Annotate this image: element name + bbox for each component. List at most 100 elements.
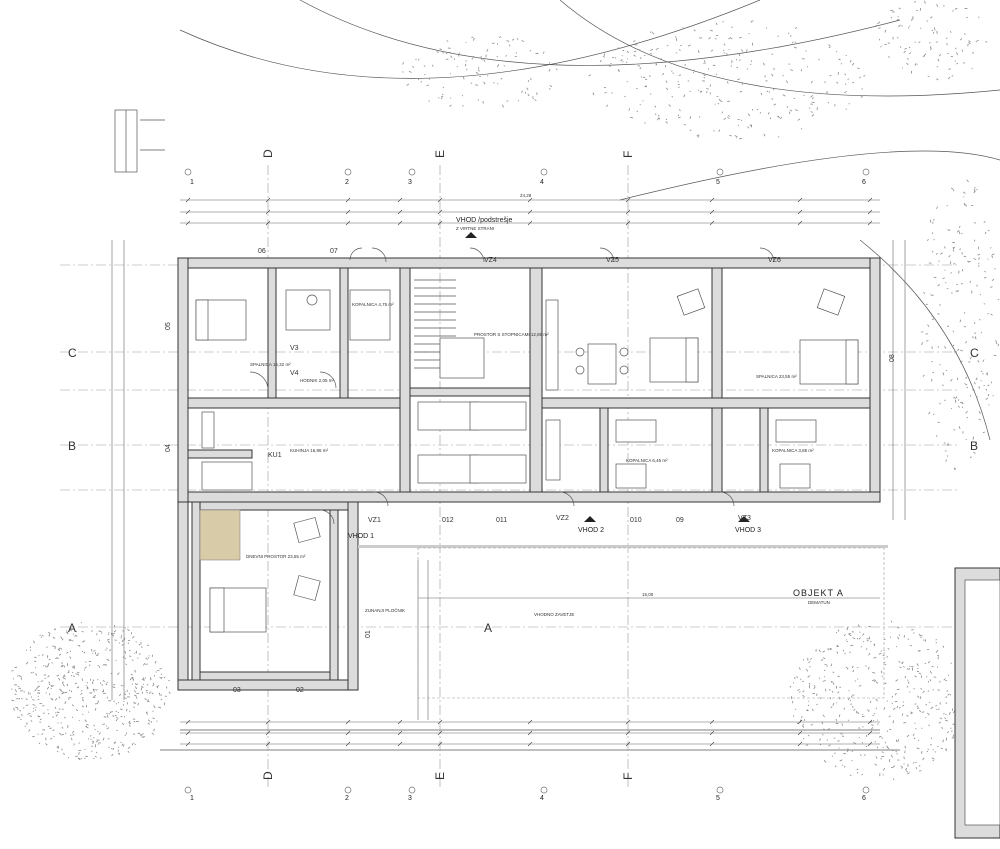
foliage-mark xyxy=(668,104,672,107)
foliage-mark xyxy=(771,97,773,100)
foliage-mark xyxy=(458,52,461,54)
foliage-mark xyxy=(108,632,110,634)
foliage-mark xyxy=(749,124,753,127)
foliage-mark xyxy=(121,644,124,646)
foliage-mark xyxy=(610,63,612,64)
foliage-mark xyxy=(718,129,721,132)
foliage-mark xyxy=(844,91,847,94)
dimension-tick xyxy=(867,197,873,203)
foliage-mark xyxy=(886,656,889,658)
foliage-mark xyxy=(95,703,98,705)
foliage-mark xyxy=(964,33,966,36)
foliage-mark xyxy=(521,90,523,93)
foliage-mark xyxy=(779,116,783,120)
foliage-mark xyxy=(471,36,474,38)
foliage-mark xyxy=(974,186,976,189)
foliage-mark xyxy=(45,692,47,694)
foliage-mark xyxy=(795,27,797,29)
foliage-mark xyxy=(834,104,836,107)
foliage-mark xyxy=(78,750,82,752)
foliage-mark xyxy=(55,714,58,717)
foliage-mark xyxy=(884,661,886,664)
foliage-mark xyxy=(131,743,134,746)
foliage-mark xyxy=(796,676,799,678)
foliage-mark xyxy=(153,705,156,709)
foliage-mark xyxy=(50,737,53,740)
foliage-mark xyxy=(50,697,53,701)
foliage-mark xyxy=(901,766,904,769)
foliage-mark xyxy=(127,696,130,698)
dimension-tick xyxy=(437,209,443,215)
foliage-mark xyxy=(622,49,625,52)
foliage-mark xyxy=(837,72,839,75)
foliage-mark xyxy=(481,58,483,61)
foliage-mark xyxy=(102,692,106,694)
foliage-mark xyxy=(818,738,822,741)
dimension-tick xyxy=(625,197,631,203)
foliage-mark xyxy=(794,677,796,680)
foliage-mark xyxy=(824,663,826,666)
foliage-mark xyxy=(906,685,909,688)
foliage-mark xyxy=(938,721,942,724)
foliage-mark xyxy=(69,696,72,698)
foliage-mark xyxy=(28,691,30,695)
foliage-mark xyxy=(979,318,981,321)
foliage-mark xyxy=(133,742,135,744)
foliage-mark xyxy=(810,80,813,84)
foliage-mark xyxy=(61,726,64,729)
foliage-mark xyxy=(901,662,903,664)
foliage-mark xyxy=(96,654,99,657)
room-vz2: VZ2 xyxy=(556,515,569,522)
foliage-mark xyxy=(14,689,17,693)
foliage-mark xyxy=(953,246,956,249)
foliage-mark xyxy=(914,63,917,66)
foliage-mark xyxy=(960,349,963,352)
foliage-mark xyxy=(956,377,959,380)
foliage-mark xyxy=(698,37,701,39)
dimension-tick xyxy=(797,741,803,747)
foliage-mark xyxy=(868,652,871,656)
num-top-6: 6 xyxy=(862,179,866,186)
dimension-tick xyxy=(867,741,873,747)
foliage-mark xyxy=(793,46,797,49)
object-label: OBJEKT A xyxy=(793,588,844,598)
foliage-mark xyxy=(793,97,796,100)
foliage-mark xyxy=(38,654,40,657)
foliage-mark xyxy=(75,755,78,757)
foliage-mark xyxy=(687,44,691,47)
foliage-mark xyxy=(438,97,440,99)
foliage-mark xyxy=(919,709,922,713)
foliage-mark xyxy=(723,117,727,120)
foliage-mark xyxy=(818,677,821,679)
note-terrace: ZUNANJI PLOČNIK xyxy=(365,607,405,613)
foliage-mark xyxy=(19,687,21,690)
foliage-mark xyxy=(602,55,605,58)
foliage-mark xyxy=(942,372,945,376)
foliage-mark xyxy=(712,64,716,66)
foliage-mark xyxy=(78,719,80,722)
foliage-mark xyxy=(939,702,941,705)
foliage-mark xyxy=(925,704,927,706)
foliage-mark xyxy=(907,772,910,775)
foliage-mark xyxy=(925,303,928,305)
foliage-mark xyxy=(953,350,957,353)
foliage-mark xyxy=(939,363,941,366)
foliage-mark xyxy=(874,763,878,766)
foliage-mark xyxy=(965,376,967,380)
foliage-mark xyxy=(952,249,955,252)
dimension-tick xyxy=(625,220,631,226)
foliage-mark xyxy=(480,56,482,58)
foliage-mark xyxy=(92,688,95,691)
foliage-mark xyxy=(836,81,839,84)
foliage-mark xyxy=(76,672,80,674)
foliage-mark xyxy=(98,639,101,642)
foliage-mark xyxy=(858,685,862,687)
foliage-mark xyxy=(51,684,53,687)
foliage-mark xyxy=(813,684,815,687)
room-vz5: VZ5 xyxy=(606,257,619,264)
foliage-mark xyxy=(853,742,856,744)
foliage-mark xyxy=(446,40,449,42)
foliage-mark xyxy=(956,284,958,285)
foliage-mark xyxy=(633,54,636,57)
foliage-mark xyxy=(842,649,845,652)
